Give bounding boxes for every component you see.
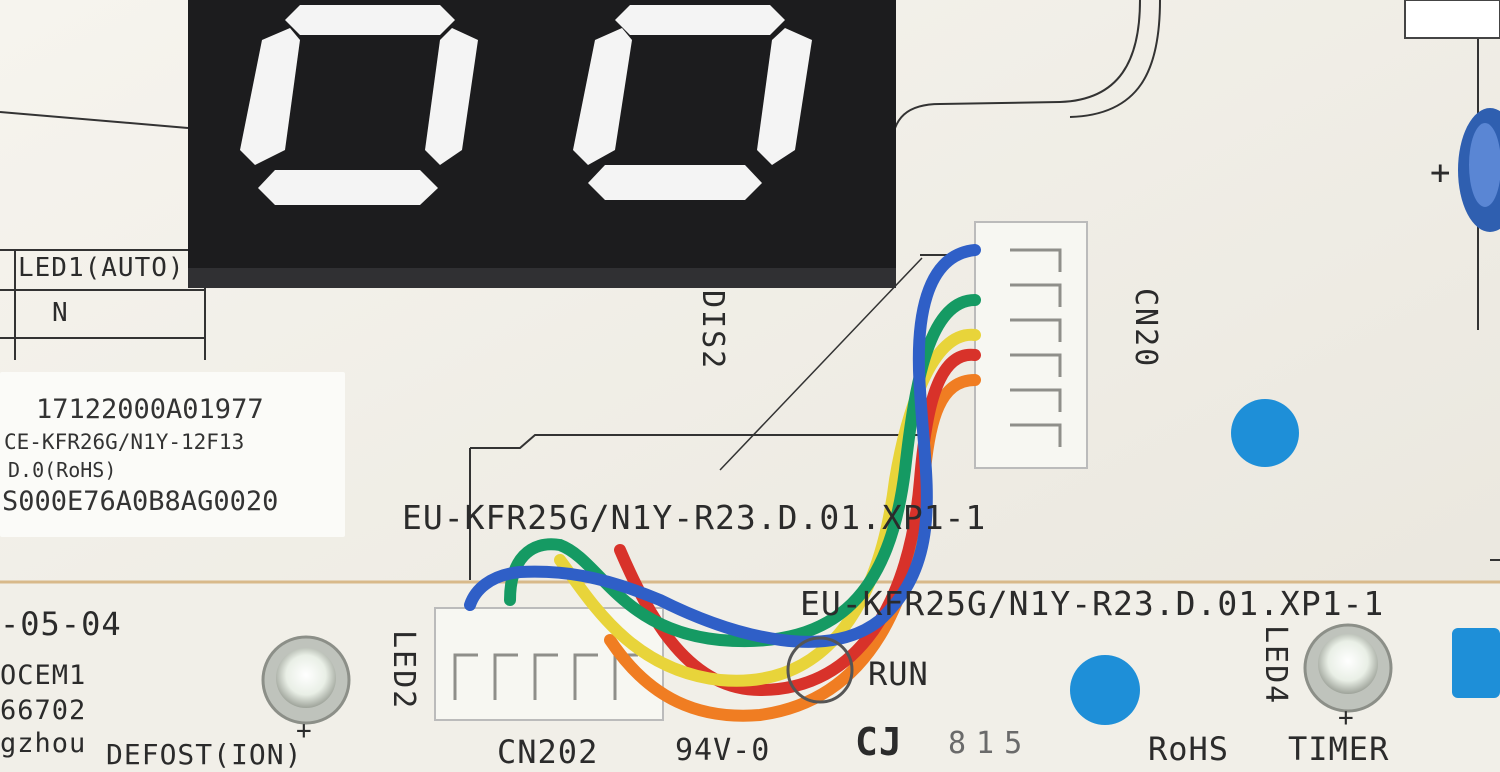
label-line-3: D.0(RoHS) [8,458,117,482]
label-line-1: 17122000A01977 [36,394,264,425]
seven-segment-display [188,0,1500,288]
barcode-label: 17122000A01977 CE-KFR26G/N1Y-12F13 D.0(R… [0,372,345,537]
left-code-1: OCEM1 [0,660,87,691]
ul-rating: 94V-0 [675,733,771,768]
blue-pad [1231,399,1299,467]
led4-label: LED4 [1258,625,1293,706]
led-table-grid [0,249,206,360]
left-code-2: 66702 [0,695,87,726]
blue-pad [1070,655,1140,725]
led-table-header: LED1(AUTO) [18,253,185,283]
display-label: DIS2 [695,290,730,371]
led4-light [1303,623,1393,713]
wire-red [614,348,981,697]
board-part-number-bottom: EU-KFR25G/N1Y-R23.D.01.XP1-1 [800,584,1385,623]
led2-light [261,635,351,725]
wire-harness [464,244,981,722]
rohs-mark: RoHS [1148,730,1230,768]
led2-plus: + [296,716,313,746]
led2-label: LED2 [386,630,421,711]
board-part-number-top: EU-KFR25G/N1Y-R23.D.01.XP1-1 [402,498,987,537]
left-code-3: gzhou [0,728,87,759]
run-label: RUN [868,655,929,693]
cj-code: 815 [948,726,1033,761]
cn20-connector [974,221,1088,469]
capacitor-plus: + [1430,153,1452,193]
wire-orange [604,374,981,722]
timer-label: TIMER [1288,730,1390,768]
blue-pad [1452,628,1500,698]
label-line-4: S000E76A0B8AG0020 [2,486,279,517]
wire-blue [464,244,981,648]
date-code: -05-04 [0,605,122,643]
run-led [786,636,854,704]
led-table-cell: N [52,298,69,328]
led4-plus: + [1338,703,1355,733]
defrost-label: DEFOST(ION) [106,738,303,771]
cn20-label: CN20 [1128,288,1163,369]
cj-mark: CJ [855,720,903,764]
cn202-label: CN202 [497,733,599,771]
label-line-2: CE-KFR26G/N1Y-12F13 [4,430,245,454]
